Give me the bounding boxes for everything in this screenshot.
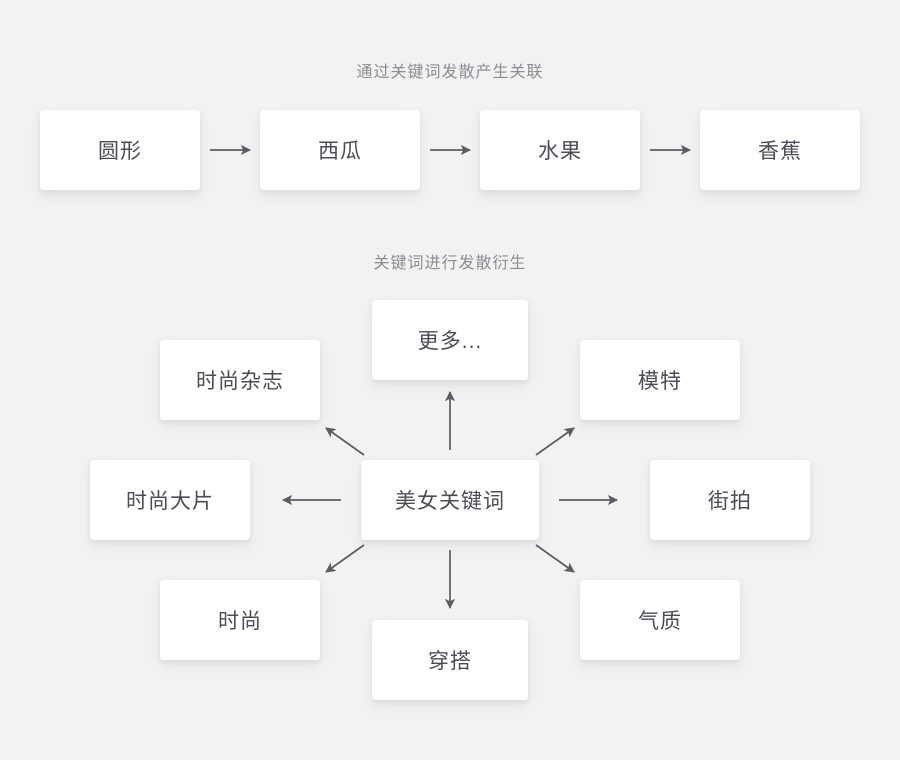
chain-node-banana-label: 香蕉 <box>758 140 802 163</box>
radial-node-fashion-magazine-label: 时尚杂志 <box>196 370 284 393</box>
chain-node-watermelon-label: 西瓜 <box>318 140 362 163</box>
radial-node-outfit[interactable]: 穿搭 <box>372 620 528 700</box>
chain-node-circle[interactable]: 圆形 <box>40 110 200 190</box>
radial-node-fashion-magazine[interactable]: 时尚杂志 <box>160 340 320 420</box>
radial-node-outfit-label: 穿搭 <box>428 650 472 673</box>
radial-node-more-label: 更多... <box>417 330 483 353</box>
radial-node-fashion-shoot-label: 时尚大片 <box>126 490 214 513</box>
section-caption-chain: 通过关键词发散产生关联 <box>356 64 544 81</box>
chain-node-fruit-label: 水果 <box>538 140 582 163</box>
radial-node-fashion-shoot[interactable]: 时尚大片 <box>90 460 250 540</box>
radial-node-center-keyword-label: 美女关键词 <box>395 490 505 513</box>
chain-node-fruit[interactable]: 水果 <box>480 110 640 190</box>
radial-node-street-snap-label: 街拍 <box>708 490 752 513</box>
radial-arrow-up-left-icon <box>325 427 365 456</box>
radial-node-model-label: 模特 <box>638 370 682 393</box>
radial-arrow-up-right-icon <box>535 427 575 456</box>
chain-node-watermelon[interactable]: 西瓜 <box>260 110 420 190</box>
radial-arrow-down-left-icon <box>325 544 365 573</box>
radial-arrow-down-right-icon <box>535 544 575 573</box>
radial-node-street-snap[interactable]: 街拍 <box>650 460 810 540</box>
radial-node-temperament[interactable]: 气质 <box>580 580 740 660</box>
radial-node-temperament-label: 气质 <box>638 610 682 633</box>
radial-node-fashion[interactable]: 时尚 <box>160 580 320 660</box>
radial-node-fashion-label: 时尚 <box>218 610 262 633</box>
chain-node-circle-label: 圆形 <box>98 140 142 163</box>
section-caption-radial: 关键词进行发散衍生 <box>373 255 527 272</box>
chain-node-banana[interactable]: 香蕉 <box>700 110 860 190</box>
radial-node-center-keyword[interactable]: 美女关键词 <box>361 460 539 540</box>
radial-node-model[interactable]: 模特 <box>580 340 740 420</box>
radial-node-more[interactable]: 更多... <box>372 300 528 380</box>
